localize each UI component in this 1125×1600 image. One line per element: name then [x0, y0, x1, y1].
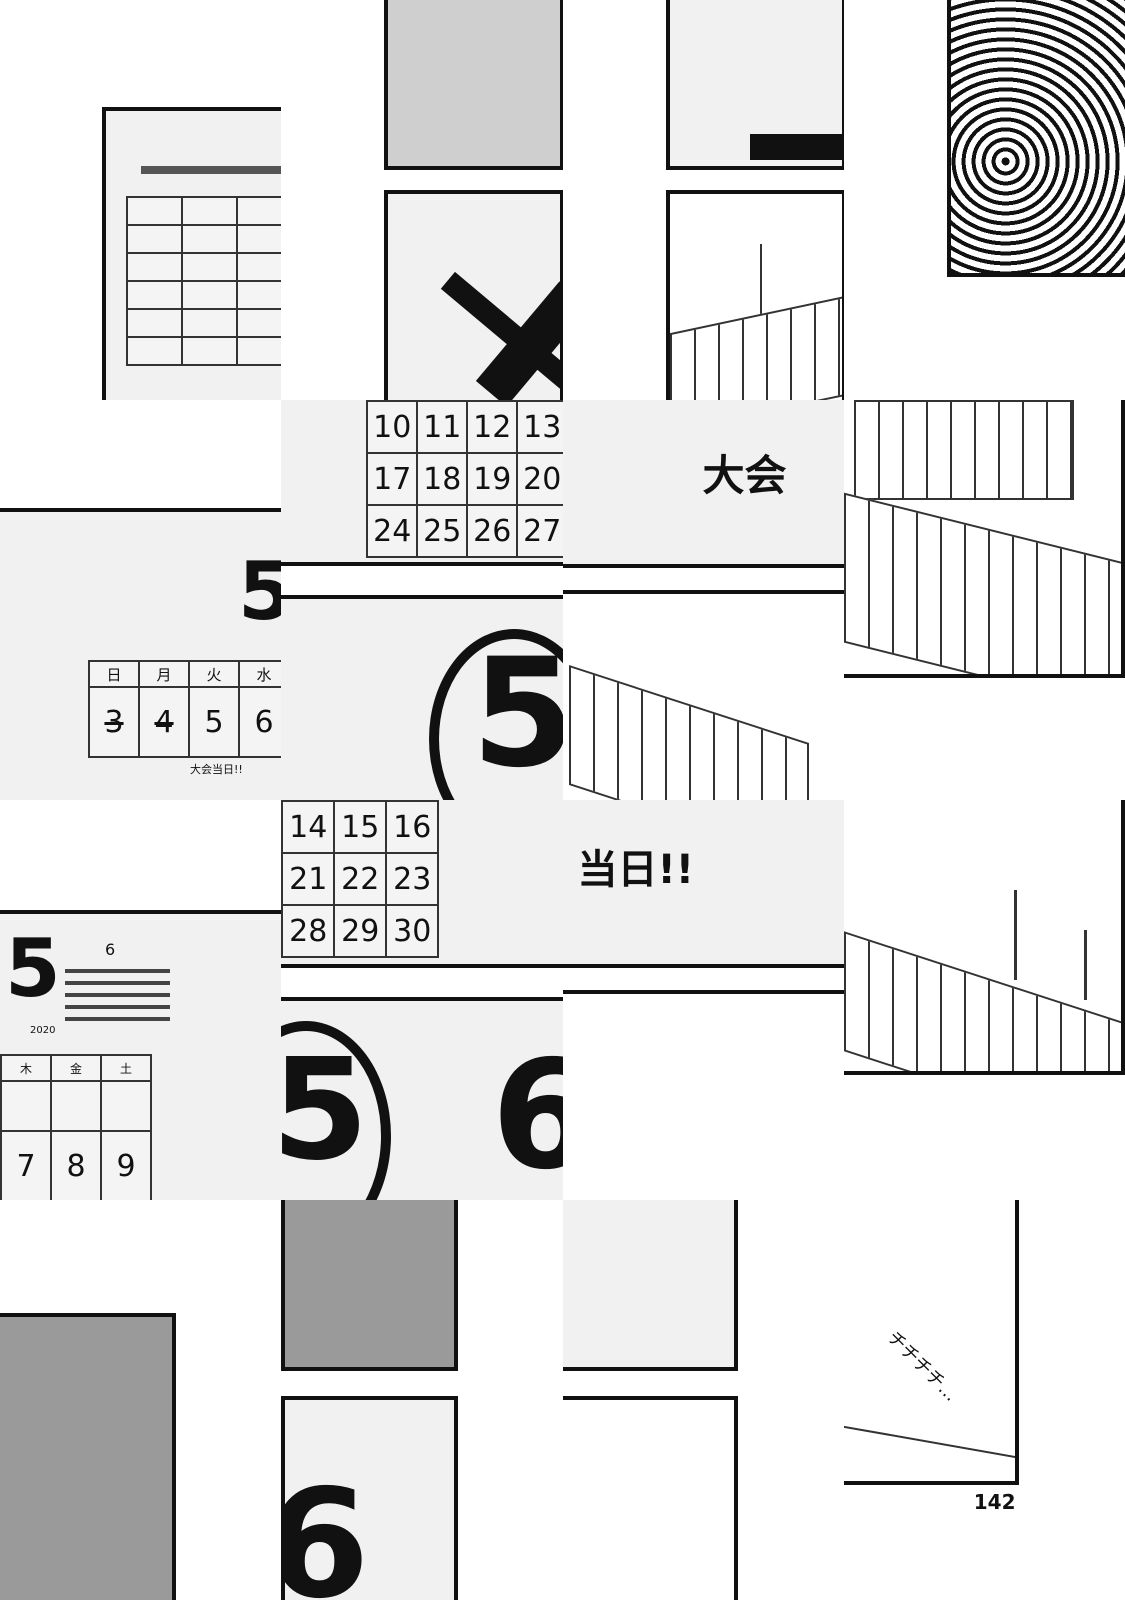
day-cell: 14	[283, 802, 336, 854]
circled-five-six-panel: 5 6	[281, 997, 563, 1200]
tile-roof	[843, 800, 1125, 1200]
day-cell: 4	[140, 688, 190, 758]
calendar-panel-right: 5 2020 6 木 金 土 7 8 9	[0, 910, 282, 1200]
event-title: 大会	[702, 451, 787, 500]
day-cell: 6	[240, 688, 282, 758]
weekday: 火	[190, 662, 240, 688]
tile-antenna	[562, 0, 844, 400]
day-cell: 15	[335, 802, 388, 854]
event-closeup-2: 当日!!	[562, 800, 844, 968]
day-cell: 27	[518, 506, 563, 558]
day-cell: 21	[283, 854, 336, 906]
gray-panel-2	[281, 1200, 459, 1371]
day-cell-crossed	[2, 1082, 52, 1132]
weekday: 金	[52, 1056, 102, 1082]
day-cell: 24	[368, 506, 419, 558]
notice-panel	[102, 107, 282, 400]
day-cell: 12	[468, 402, 519, 454]
tile-final: チチチチ… 142	[843, 1200, 1125, 1600]
day-cell: 9	[102, 1132, 152, 1200]
month-number: 5	[5, 922, 61, 1015]
rooftop-panel	[562, 590, 844, 800]
tile-event-date: 当日!!	[562, 800, 844, 1200]
sound-effect: チチチチ…	[882, 1327, 962, 1406]
day-cell-crossed	[102, 1082, 152, 1132]
day-cell: 28	[283, 906, 336, 958]
weekday: 月	[140, 662, 190, 688]
circled-number: 5	[471, 639, 562, 789]
calendar-year: 2020	[30, 1025, 56, 1036]
calendar-grid-right: 木 金 土 7 8 9	[0, 1054, 152, 1200]
circled-number: 5	[281, 1041, 368, 1181]
event-closeup: 大会	[562, 400, 844, 568]
day-cell: 3	[90, 688, 140, 758]
day-cell: 25	[418, 506, 469, 558]
tile-poster-x	[281, 0, 563, 400]
sfx-panel: チチチチ…	[843, 1200, 1019, 1485]
foliage-panel	[946, 0, 1125, 277]
day-cell: 18	[418, 454, 469, 506]
day-cell: 26	[468, 506, 519, 558]
x-mark-panel	[384, 190, 563, 400]
tile-gray-left	[0, 1200, 282, 1600]
six-panel: 6	[281, 1396, 459, 1600]
big-number: 6	[285, 1470, 369, 1600]
tile-foliage	[843, 0, 1125, 400]
tile-event-big: 大会	[562, 400, 844, 800]
tile-panels	[562, 1200, 844, 1600]
day-cell: 22	[335, 854, 388, 906]
month-number: 5	[238, 552, 281, 632]
day-cell: 7	[2, 1132, 52, 1200]
day-cell-crossed	[52, 1082, 102, 1132]
calendar-fragment-panel	[562, 1200, 738, 1371]
weekday: 土	[102, 1056, 152, 1082]
calendar-panel: 5 日 月 火 水 3 4 5 6 大会当日!!	[0, 508, 282, 800]
day-cell: 23	[387, 854, 440, 906]
event-subtitle: 当日!!	[577, 847, 694, 893]
day-cell: 29	[335, 906, 388, 958]
antenna-panel	[665, 190, 844, 400]
day-cell: 10	[368, 402, 419, 454]
next-month: 6	[105, 940, 116, 959]
page-number: 142	[973, 1490, 1016, 1514]
day-cell: 20	[518, 454, 563, 506]
weekday: 日	[90, 662, 140, 688]
day-cell-circled: 5	[190, 688, 240, 758]
notice-table	[126, 196, 282, 366]
tile-notice-board	[0, 0, 282, 400]
day-cell: 8	[52, 1132, 102, 1200]
day-cell: 30	[387, 906, 440, 958]
tile-calendar-left: 5 日 月 火 水 3 4 5 6 大会当日!!	[0, 400, 282, 800]
roof-panel	[843, 800, 1125, 1075]
poster-panel	[384, 0, 563, 170]
day-cell: 19	[468, 454, 519, 506]
tile-school-building	[843, 400, 1125, 800]
day-cell: 17	[368, 454, 419, 506]
blank-panel	[562, 990, 844, 1200]
day-cell: 16	[387, 802, 440, 854]
calendar-grid: 日 月 火 水 3 4 5 6	[88, 660, 282, 758]
empty-panel	[562, 1396, 738, 1600]
day-cell: 13	[518, 402, 563, 454]
panel-top	[665, 0, 844, 170]
tile-calendar-right: 5 2020 6 木 金 土 7 8 9	[0, 800, 282, 1200]
circled-five-panel: 5	[281, 595, 563, 800]
big-number: 6	[491, 1041, 562, 1191]
weekday: 水	[240, 662, 282, 688]
event-note: 大会当日!!	[190, 763, 243, 776]
gray-panel	[0, 1313, 176, 1600]
weekday: 木	[2, 1056, 52, 1082]
building-panel	[843, 400, 1125, 678]
tile-gray-mid: 6	[281, 1200, 563, 1600]
day-cell: 11	[418, 402, 469, 454]
